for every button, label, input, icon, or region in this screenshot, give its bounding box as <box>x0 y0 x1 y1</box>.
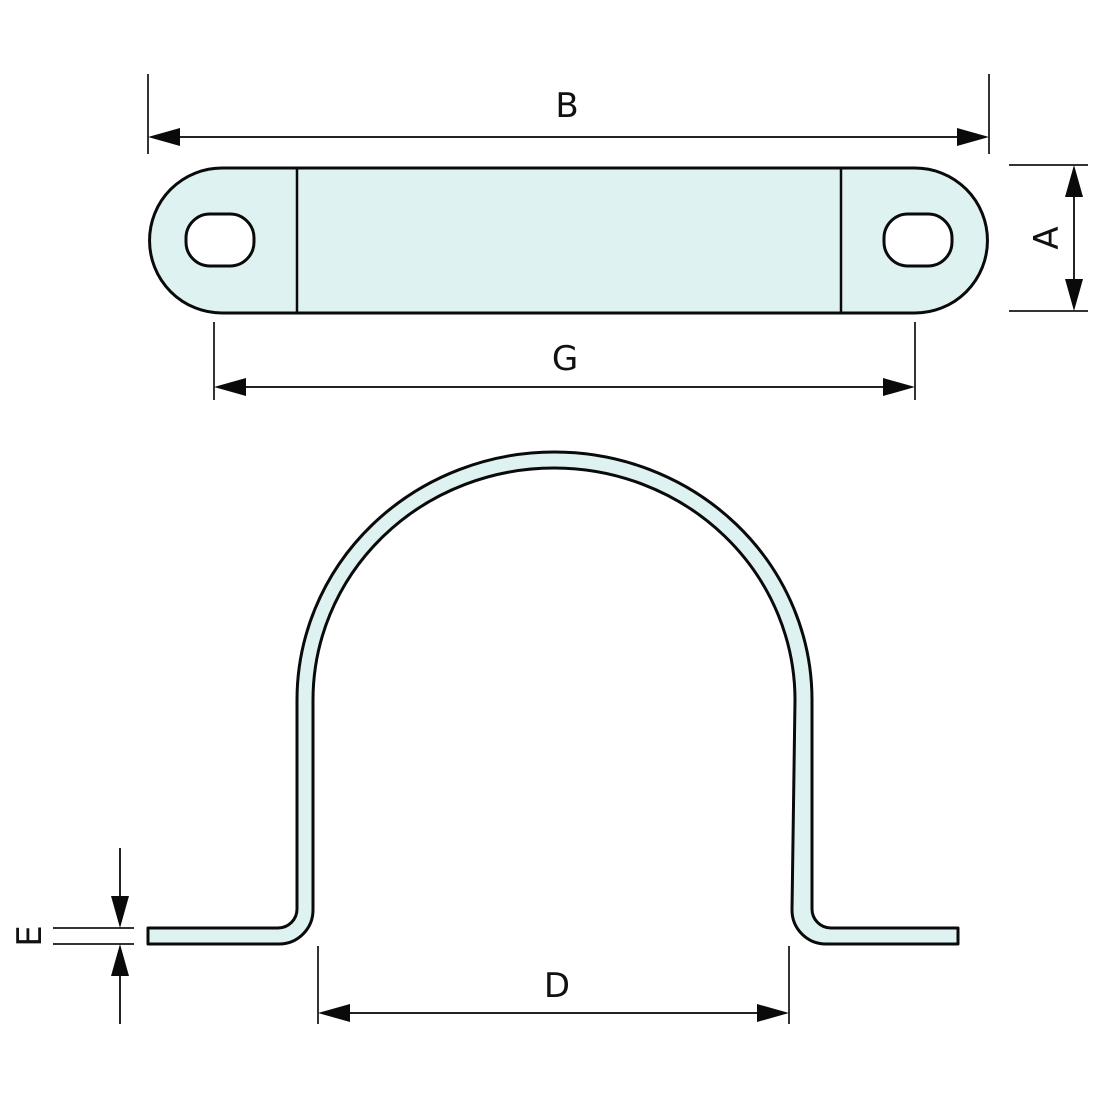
dimension-label-b: B <box>555 86 578 126</box>
left-slot-hole <box>184 212 256 268</box>
dimension-a: A <box>1009 164 1088 312</box>
right-slot-hole <box>882 212 954 268</box>
dimension-d: D <box>317 946 790 1024</box>
dimension-label-a: A <box>1027 226 1067 249</box>
dimension-e: E <box>10 848 134 1024</box>
dimension-label-g: G <box>552 339 578 379</box>
dimension-label-d: D <box>544 966 570 1006</box>
dimension-g: G <box>213 322 916 400</box>
dimension-b: B <box>147 74 990 154</box>
strap-outline <box>148 166 989 315</box>
saddle-profile <box>146 450 960 946</box>
top-view: B A G <box>147 74 1088 400</box>
dimension-label-e: E <box>10 925 50 946</box>
side-view: D E <box>10 450 960 1024</box>
